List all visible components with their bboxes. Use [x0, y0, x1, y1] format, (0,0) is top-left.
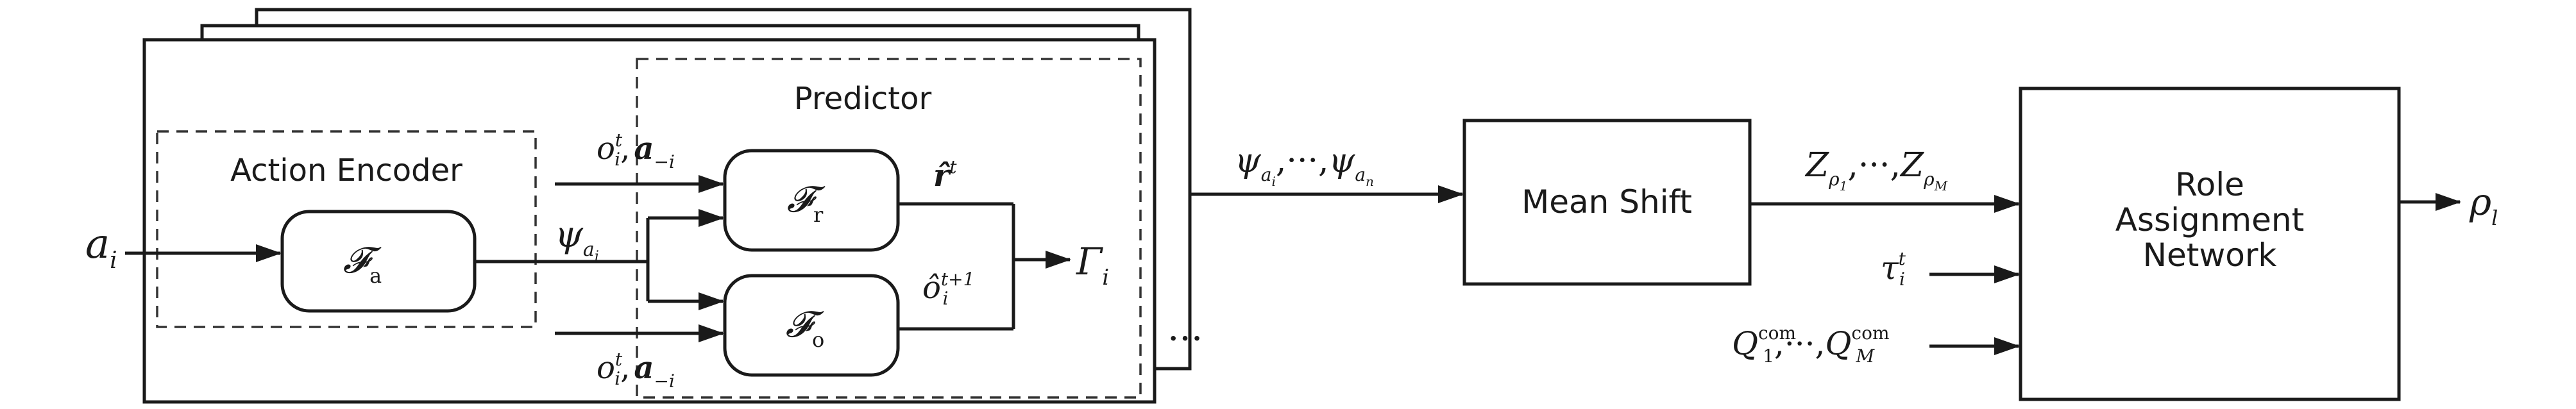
agent-stack: ···	[142, 8, 1203, 404]
fa-block	[280, 210, 477, 313]
action-encoder-label: Action Encoder	[230, 153, 462, 188]
gamma-label: Γi	[1076, 240, 1109, 290]
role-assignment-line1: Role	[2175, 166, 2244, 203]
role-assignment-block: Role Assignment Network	[2019, 87, 2401, 401]
psi-ai-label: ψai	[555, 214, 599, 265]
role-assignment-line2: Assignment	[2115, 201, 2304, 238]
r-hat-label: r̂t	[933, 156, 957, 194]
fo-block	[723, 274, 900, 377]
z-list-label: Zρ1,···,ZρM	[1804, 146, 1948, 194]
predictor-group: Predictor 𝓕r 𝓕o	[636, 58, 1142, 399]
mean-shift-block: Mean Shift	[1462, 119, 1752, 286]
mean-shift-box	[1462, 119, 1752, 286]
action-encoder-region	[156, 130, 537, 328]
fr-block	[723, 149, 900, 252]
output-rho-label: ρl	[2469, 180, 2498, 230]
mean-shift-label: Mean Shift	[1521, 183, 1692, 221]
input-ai-label: ai	[85, 221, 117, 274]
predictor-label: Predictor	[794, 81, 932, 117]
stack-ellipsis: ···	[1167, 317, 1203, 360]
role-assignment-box	[2019, 87, 2401, 401]
predictor-region	[636, 58, 1142, 399]
psi-list-label: ψai,···,ψan	[1235, 142, 1374, 189]
role-assignment-line3: Network	[2143, 237, 2277, 274]
